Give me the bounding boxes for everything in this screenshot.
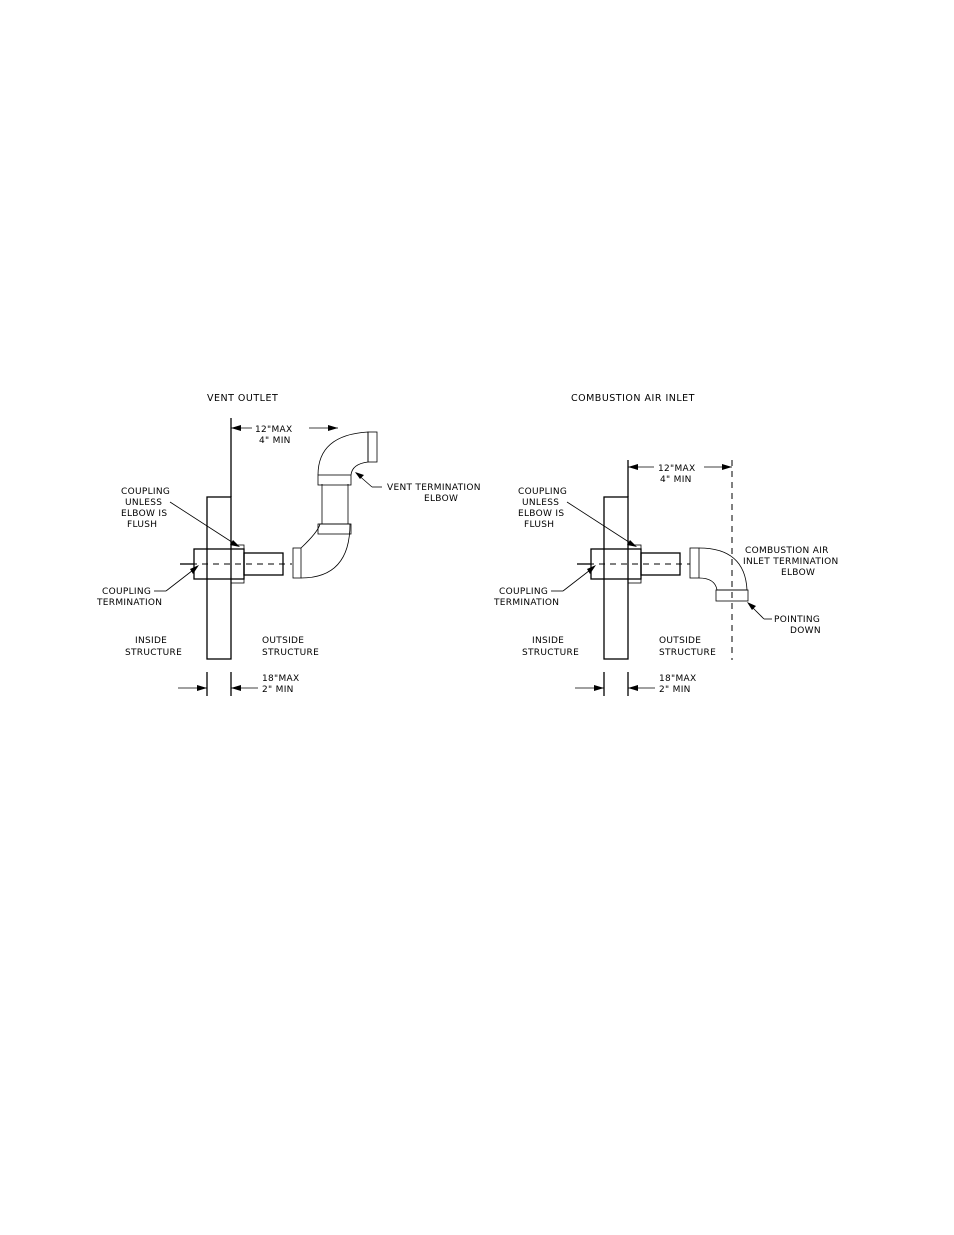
air-dim-bottom-1: 18"MAX bbox=[659, 674, 696, 684]
air-pointing-1: POINTING bbox=[774, 615, 820, 625]
air-coupling-note-2: UNLESS bbox=[522, 498, 559, 508]
air-coupling-note-3: ELBOW IS bbox=[518, 509, 564, 519]
air-inlet-title: COMBUSTION AIR INLET bbox=[571, 393, 695, 404]
vent-outside-1: OUTSIDE bbox=[262, 636, 304, 646]
air-coupling-termination-1: COUPLING bbox=[499, 587, 548, 597]
vent-dim-bottom-2: 2" MIN bbox=[262, 685, 294, 695]
air-dim-bottom-2: 2" MIN bbox=[659, 685, 691, 695]
air-coupling-termination: COUPLING TERMINATION bbox=[493, 565, 596, 608]
vent-termination-callout: VENT TERMINATION ELBOW bbox=[355, 472, 481, 504]
vent-coupling-note-1: COUPLING bbox=[121, 487, 170, 497]
air-coupling-termination-2: TERMINATION bbox=[493, 598, 559, 608]
vent-coupling-termination-1: COUPLING bbox=[102, 587, 151, 597]
vent-coupling-termination-2: TERMINATION bbox=[96, 598, 162, 608]
vent-bottom-dimension: 18"MAX 2" MIN bbox=[178, 672, 299, 696]
vent-top-dimension: 12"MAX 4" MIN bbox=[231, 425, 338, 446]
vent-wall bbox=[206, 496, 232, 660]
air-pointing-down-callout: POINTING DOWN bbox=[747, 602, 821, 636]
air-inlet-termination-elbow bbox=[689, 547, 749, 602]
vent-inside-1: INSIDE bbox=[135, 636, 167, 646]
vent-outlet-title: VENT OUTLET bbox=[207, 393, 278, 404]
vent-coupling-note-4: FLUSH bbox=[127, 520, 157, 530]
air-elbow-label-3: ELBOW bbox=[781, 568, 815, 578]
air-inside-2: STRUCTURE bbox=[522, 648, 579, 658]
air-wall bbox=[603, 496, 629, 660]
air-outside-2: STRUCTURE bbox=[659, 648, 716, 658]
air-coupling-note-4: FLUSH bbox=[524, 520, 554, 530]
vent-dim-bottom-1: 18"MAX bbox=[262, 674, 299, 684]
air-pipe bbox=[577, 544, 690, 584]
vent-inside-2: STRUCTURE bbox=[125, 648, 182, 658]
vent-pipe bbox=[180, 544, 292, 584]
air-coupling-note: COUPLING UNLESS ELBOW IS FLUSH bbox=[518, 487, 637, 547]
vent-coupling-note: COUPLING UNLESS ELBOW IS FLUSH bbox=[121, 487, 240, 547]
vent-coupling-note-3: ELBOW IS bbox=[121, 509, 167, 519]
air-dim-top-2: 4" MIN bbox=[660, 475, 692, 485]
air-inside-1: INSIDE bbox=[532, 636, 564, 646]
vent-outlet-diagram: VENT OUTLET 12"MAX 4" MIN bbox=[96, 393, 481, 696]
vent-coupling-termination: COUPLING TERMINATION bbox=[96, 565, 199, 608]
air-elbow-label-1: COMBUSTION AIR bbox=[745, 546, 829, 556]
vent-elbow-label-2: ELBOW bbox=[424, 494, 458, 504]
air-coupling-note-1: COUPLING bbox=[518, 487, 567, 497]
air-elbow-label-2: INLET TERMINATION bbox=[743, 557, 839, 567]
vent-dim-top-1: 12"MAX bbox=[255, 425, 292, 435]
air-outside-1: OUTSIDE bbox=[659, 636, 701, 646]
combustion-air-inlet-diagram: COMBUSTION AIR INLET 12"MAX 4" MIN bbox=[493, 393, 839, 696]
air-pointing-2: DOWN bbox=[790, 626, 821, 636]
air-bottom-dimension: 18"MAX 2" MIN bbox=[575, 672, 696, 696]
vent-elbow-label-1: VENT TERMINATION bbox=[387, 483, 481, 493]
air-top-dimension: 12"MAX 4" MIN bbox=[628, 464, 732, 485]
vent-coupling-note-2: UNLESS bbox=[125, 498, 162, 508]
vent-outside-2: STRUCTURE bbox=[262, 648, 319, 658]
vent-termination-elbow bbox=[292, 431, 378, 579]
vent-dim-top-2: 4" MIN bbox=[259, 436, 291, 446]
air-dim-top-1: 12"MAX bbox=[658, 464, 695, 474]
